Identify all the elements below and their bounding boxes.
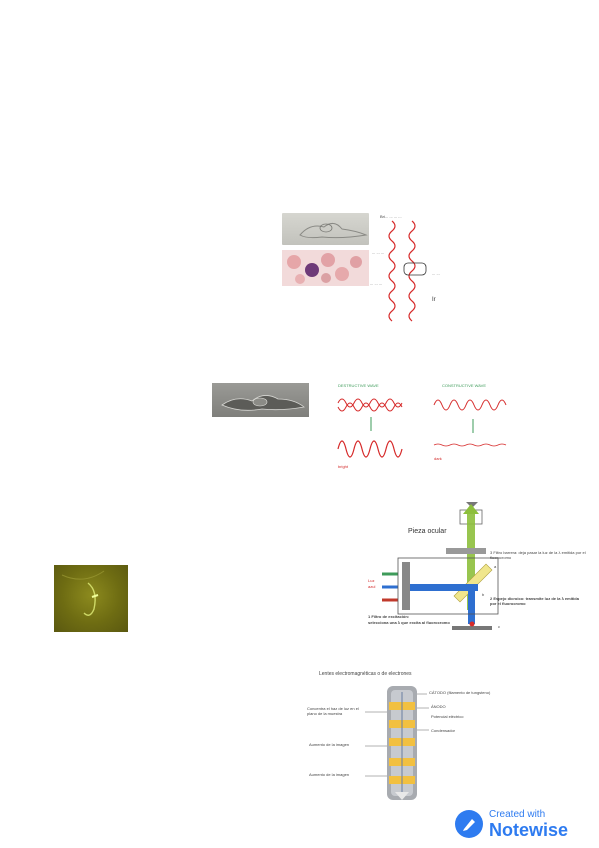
light-label-1: Luz <box>368 578 375 583</box>
magnify-label-2: Aumento de la imagen <box>309 772 350 777</box>
light-label-2: azul <box>368 584 376 589</box>
cell-micrograph <box>282 213 369 245</box>
vertical-waves <box>388 220 427 322</box>
blood-smear-micrograph <box>282 250 369 286</box>
wave-left-label-2: ... ... ... <box>370 281 383 286</box>
fluorescence-micrograph <box>54 565 128 632</box>
electron-column-diagram <box>365 686 429 800</box>
figure-3: Pieza ocular 3 Filtro barrera: deja pasa… <box>368 500 598 640</box>
figure-4: Lentes electromagnéticas o de electrones… <box>305 672 515 807</box>
electron-lens-title: Lentes electromagnéticas o de electrones <box>319 671 412 677</box>
dark-label: dark <box>434 456 442 461</box>
wave-left-label-1: ... ... ... <box>372 250 385 255</box>
figure-2: DESTRUCTIVE WAVE CONSTRUCTIVE WAVE brigh… <box>337 383 523 473</box>
position-a: a <box>494 564 497 569</box>
potential-label: Potencial eléctrico <box>431 714 464 719</box>
magnify-label-1: Aumento de la imagen <box>309 742 350 747</box>
cell-phase-micrograph <box>212 383 309 417</box>
wave-top-label: Bri... ... ... ... <box>380 214 402 219</box>
wave-corner-label: Ir <box>432 297 436 303</box>
eyepiece-title: Pieza ocular <box>408 528 447 535</box>
cell-outline-image <box>299 223 368 239</box>
position-b: b <box>482 592 485 597</box>
fluorescent-cell-image <box>61 570 105 616</box>
fluorescence-microscope-diagram <box>382 502 499 630</box>
position-c: c <box>498 624 500 629</box>
anode-label: ÁNODO <box>431 704 446 709</box>
destructive-title: DESTRUCTIVE WAVE <box>338 383 379 388</box>
step-1-label-b: selecciona una λ que excita al fluorocro… <box>368 620 450 625</box>
cell-shape-image <box>221 395 305 411</box>
figure-1: Bri... ... ... ... ... ... ... ... ... .… <box>282 213 452 323</box>
step-1-label-a: 1 Filtro de excitación: <box>368 614 410 619</box>
step-2-label: 2 Espejo dicroico: transmite luz de la λ… <box>490 596 579 606</box>
notewise-brand-name: Notewise <box>489 820 569 840</box>
blood-cells-image <box>287 253 362 284</box>
interference-waves <box>337 398 507 458</box>
concentrate-label: Concentra el haz de luz en el plano de l… <box>307 706 359 716</box>
constructive-title: CONSTRUCTIVE WAVE <box>442 383 487 388</box>
condenser-label: Condensador <box>431 728 456 733</box>
notewise-created-with: Created with <box>489 809 546 820</box>
bright-label: bright <box>338 464 349 469</box>
notewise-watermark: Created with Notewise <box>455 806 595 842</box>
notewise-logo-icon <box>455 810 483 838</box>
wave-right-label: ... ... <box>432 271 440 276</box>
step-3-label: 3 Filtro barrera: deja pasar la luz de l… <box>490 550 586 560</box>
cathode-label: CÁTODO (filamento de tungsteno) <box>429 690 491 695</box>
